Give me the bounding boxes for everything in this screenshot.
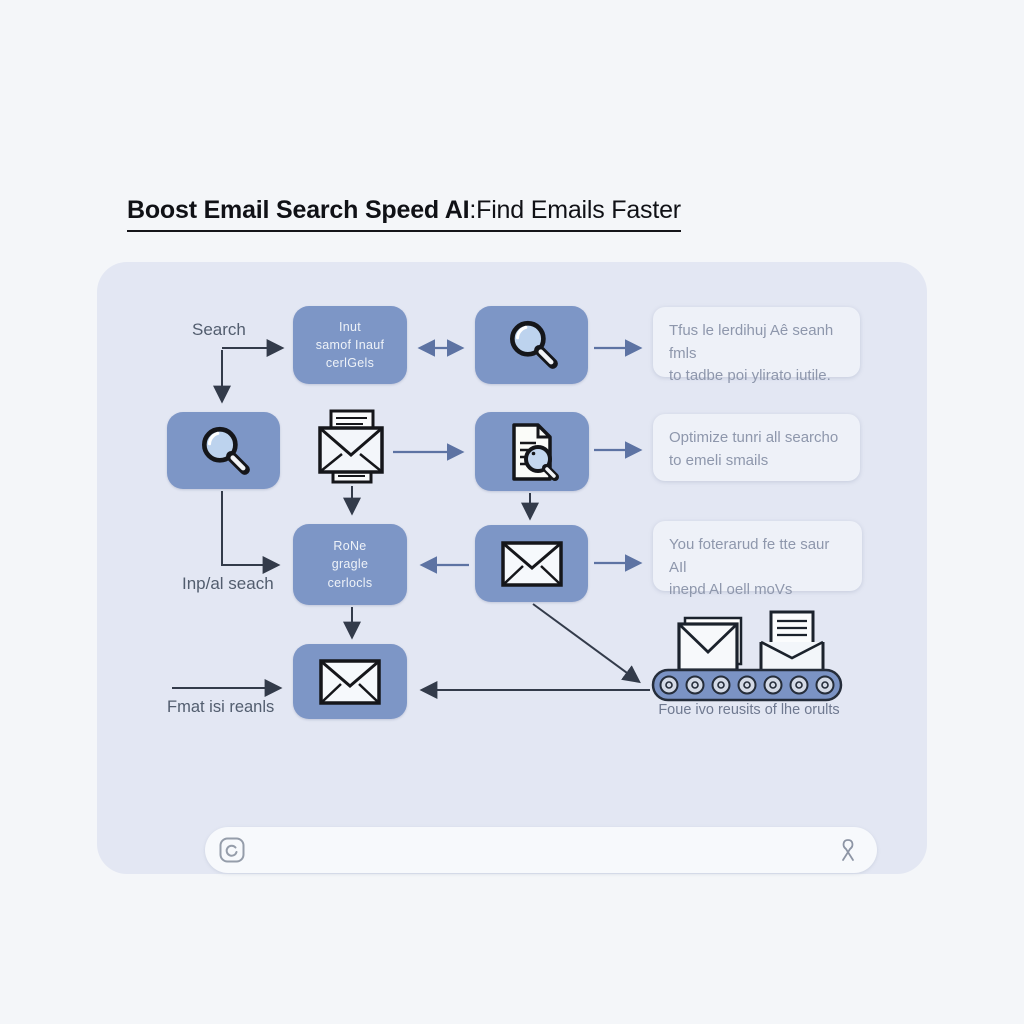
title-regular: :Find Emails Faster xyxy=(469,196,681,224)
panel2-line1: Optimize tunri all searcho xyxy=(669,429,839,446)
camera-icon[interactable] xyxy=(219,837,245,863)
input-search-box: Inut samof Inauf cerlGels xyxy=(293,306,407,384)
search-step-box xyxy=(475,306,588,384)
magnifier-icon xyxy=(201,426,250,475)
email-box xyxy=(475,525,588,602)
info-panel-2: Optimize tunri all searcho to emeli smai… xyxy=(653,414,860,481)
envelope-icon xyxy=(319,658,381,705)
envelope-stack-icon xyxy=(315,408,387,493)
search-bar[interactable] xyxy=(205,827,877,873)
conveyor-caption: Foue ivo reusits of lhe orults xyxy=(658,702,840,718)
envelope-icon xyxy=(500,540,563,587)
final-email-box xyxy=(293,644,407,719)
info-panel-1: Tfus le lerdihuj Aê seanh fmls to tadbe … xyxy=(653,307,860,384)
document-search-icon xyxy=(512,422,559,481)
ribbon-icon[interactable] xyxy=(837,837,859,863)
magnifier-icon xyxy=(509,320,558,369)
panel1-line1: Tfus le lerdihuj Aê seanh fmls xyxy=(669,322,834,362)
document-search-box xyxy=(475,412,589,491)
panel2-line2: to emeli smails xyxy=(669,451,769,469)
route-box-line3: cerlocls xyxy=(327,575,373,590)
input-ai-search-label: Inp/al seach xyxy=(182,574,274,593)
input-box-line1: Inut xyxy=(338,319,362,334)
panel3-line1: You foterarud fe tte saur AIl xyxy=(669,536,830,576)
route-box: RoNe gragle cerlocls xyxy=(293,524,407,605)
input-box-line2: samof Inauf xyxy=(315,337,385,352)
input-box-line3: cerlGels xyxy=(325,356,375,371)
route-box-line1: RoNe xyxy=(333,539,367,554)
panel1-line2: to tadbe poi ylirato iutile. xyxy=(669,367,831,384)
arrow-left-to-route-box xyxy=(221,491,281,574)
search-box-left xyxy=(167,412,280,489)
final-results-label: Fmat isi reanls xyxy=(167,698,275,716)
route-box-line2: gragle xyxy=(331,557,369,572)
arrow-diagonal-to-conveyor xyxy=(532,603,641,684)
panel3-line2: inepd Al oell moVs xyxy=(669,581,793,598)
conveyor-belt xyxy=(649,608,849,709)
flow-diagram: Search Inut samof Inauf cerlGels Tfus le… xyxy=(97,262,927,874)
search-label: Search xyxy=(192,320,246,339)
open-envelope-icon xyxy=(759,610,825,674)
page-title: Boost Email Search Speed AI:Find Emails … xyxy=(127,196,681,232)
info-panel-3: You foterarud fe tte saur AIl inepd Al o… xyxy=(653,521,862,598)
title-bold: Boost Email Search Speed AI xyxy=(127,196,470,224)
